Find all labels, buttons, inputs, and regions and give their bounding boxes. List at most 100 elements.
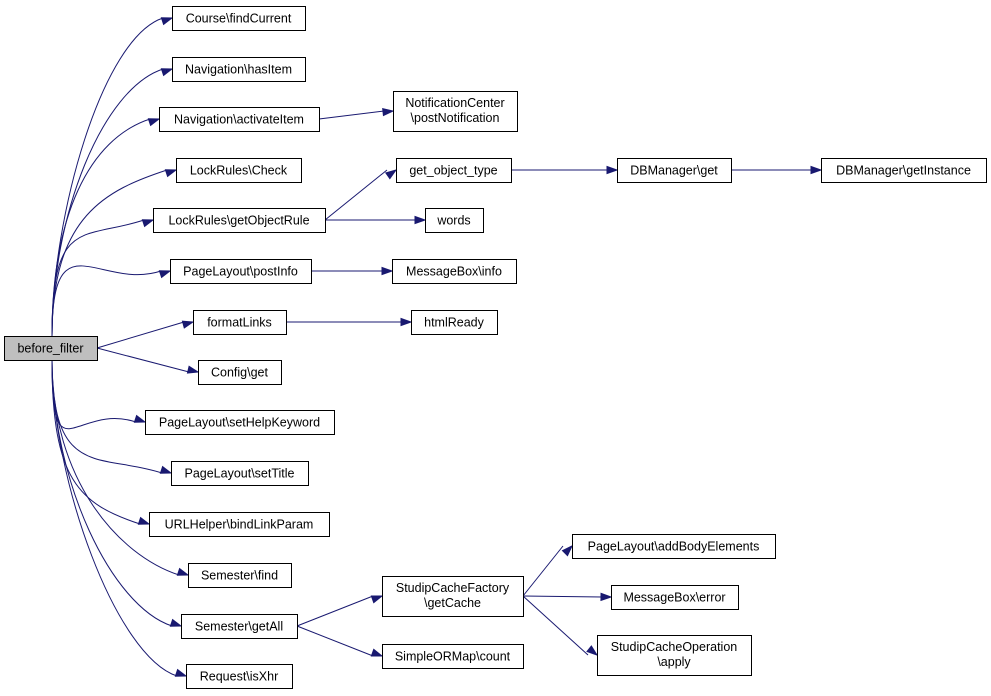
node-box [821, 158, 987, 183]
edge-line [51, 118, 151, 337]
node-label: StudipCacheOperation [611, 640, 738, 654]
node-navigation_hasitem[interactable]: Navigation\hasItem [172, 57, 306, 82]
node-label: MessageBox\error [623, 591, 725, 605]
node-lockrules_check[interactable]: LockRules\Check [176, 158, 302, 183]
edge-formatlinks-to-htmlready [286, 317, 413, 327]
edge-line [296, 595, 374, 627]
node-label: LockRules\Check [190, 164, 288, 178]
edge-line [51, 68, 164, 337]
node-navigation_activateitem[interactable]: Navigation\activateItem [159, 107, 320, 132]
node-box [176, 158, 302, 183]
arrow-head-icon [400, 317, 413, 327]
node-box [382, 644, 524, 669]
arrow-head-icon [160, 68, 174, 77]
node-label: MessageBox\info [406, 265, 502, 279]
node-box [572, 534, 776, 559]
edge-line [51, 359, 137, 430]
edge-line [296, 625, 374, 657]
node-studipcachefactory_getcache[interactable]: StudipCacheFactory\getCache [382, 576, 524, 617]
node-label: \apply [657, 655, 691, 669]
arrow-head-icon [382, 107, 395, 117]
node-label: NotificationCenter [405, 96, 504, 110]
edge-before_filter-to-config_get [96, 347, 200, 374]
arrow-head-icon [164, 169, 178, 178]
node-words[interactable]: words [425, 208, 484, 233]
node-box [186, 664, 293, 689]
node-box [171, 461, 309, 486]
node-box [188, 563, 292, 588]
node-box [425, 208, 484, 233]
node-course_findcurrent[interactable]: Course\findCurrent [172, 6, 306, 31]
edge-studipcachefactory_getcache-to-messagebox_error [522, 592, 613, 602]
node-label: DBManager\get [630, 164, 718, 178]
node-label: LockRules\getObjectRule [168, 214, 309, 228]
node-studipcacheoperation_apply[interactable]: StudipCacheOperation\apply [597, 635, 752, 676]
node-label: Config\get [211, 366, 269, 380]
edge-before_filter-to-lockrules_getobjectrule [51, 219, 155, 337]
node-box [172, 57, 306, 82]
node-pagelayout_addbodyelements[interactable]: PageLayout\addBodyElements [572, 534, 776, 559]
arrow-head-icon [147, 118, 161, 127]
node-dbmanager_getinstance[interactable]: DBManager\getInstance [821, 158, 987, 183]
arrow-head-icon [586, 645, 599, 656]
node-urlhelper_bindlinkparam[interactable]: URLHelper\bindLinkParam [149, 512, 330, 537]
arrow-head-icon [159, 465, 173, 474]
edge-before_filter-to-request_isxhr [51, 359, 188, 677]
edge-line [51, 219, 145, 337]
node-pagelayout_sethelpkeyword[interactable]: PageLayout\setHelpKeyword [145, 410, 335, 435]
node-htmlready[interactable]: htmlReady [411, 310, 498, 335]
node-label: PageLayout\setHelpKeyword [159, 416, 320, 430]
node-label: PageLayout\addBodyElements [588, 540, 760, 554]
node-formatlinks[interactable]: formatLinks [193, 310, 287, 335]
node-notificationcenter_postnotification[interactable]: NotificationCenter\postNotification [393, 91, 518, 132]
arrow-head-icon [174, 668, 188, 677]
edge-semester_getall-to-studipcachefactory_getcache [296, 595, 384, 627]
node-label: DBManager\getInstance [836, 164, 971, 178]
node-get_object_type[interactable]: get_object_type [396, 158, 512, 183]
edge-before_filter-to-urlhelper_bindlinkparam [51, 359, 151, 525]
node-pagelayout_postinfo[interactable]: PageLayout\postInfo [170, 259, 312, 284]
node-before_filter[interactable]: before_filter [4, 336, 98, 361]
arrow-head-icon [133, 414, 147, 423]
node-semester_find[interactable]: Semester\find [188, 563, 292, 588]
node-dbmanager_get[interactable]: DBManager\get [617, 158, 732, 183]
arrow-head-icon [169, 618, 183, 627]
edge-before_filter-to-lockrules_check [51, 169, 178, 337]
edge-line [522, 545, 564, 597]
node-lockrules_getobjectrule[interactable]: LockRules\getObjectRule [153, 208, 326, 233]
node-box [392, 259, 517, 284]
arrow-head-icon [176, 567, 190, 576]
node-box [181, 614, 298, 639]
node-label: formatLinks [207, 316, 272, 330]
edge-before_filter-to-course_findcurrent [51, 17, 174, 337]
node-simpleormap_count[interactable]: SimpleORMap\count [382, 644, 524, 669]
node-messagebox_info[interactable]: MessageBox\info [392, 259, 517, 284]
node-label: PageLayout\postInfo [183, 265, 298, 279]
node-box [617, 158, 732, 183]
node-box [396, 158, 512, 183]
edge-studipcachefactory_getcache-to-studipcacheoperation_apply [522, 595, 599, 656]
arrow-head-icon [181, 320, 195, 329]
node-label: URLHelper\bindLinkParam [165, 518, 314, 532]
arrow-head-icon [810, 165, 823, 175]
node-messagebox_error[interactable]: MessageBox\error [611, 585, 739, 610]
node-semester_getall[interactable]: Semester\getAll [181, 614, 298, 639]
edge-before_filter-to-pagelayout_postinfo [51, 265, 172, 337]
node-request_isxhr[interactable]: Request\isXhr [186, 664, 293, 689]
edge-semester_getall-to-simpleormap_count [296, 625, 384, 657]
arrow-head-icon [158, 270, 172, 279]
node-label: Semester\find [201, 569, 278, 583]
node-config_get[interactable]: Config\get [198, 360, 282, 385]
node-pagelayout_settitle[interactable]: PageLayout\setTitle [171, 461, 309, 486]
arrow-head-icon [141, 219, 155, 228]
edge-studipcachefactory_getcache-to-pagelayout_addbodyelements [522, 544, 574, 597]
node-box [145, 410, 335, 435]
edge-get_object_type-to-dbmanager_get [511, 165, 619, 175]
edge-line [51, 265, 162, 337]
function-nodes: before_filter Course\findCurrentNavigatio… [4, 6, 987, 689]
edge-before_filter-to-semester_find [51, 359, 190, 576]
node-box [153, 208, 326, 233]
arrow-head-icon [600, 592, 613, 602]
arrow-head-icon [606, 165, 619, 175]
